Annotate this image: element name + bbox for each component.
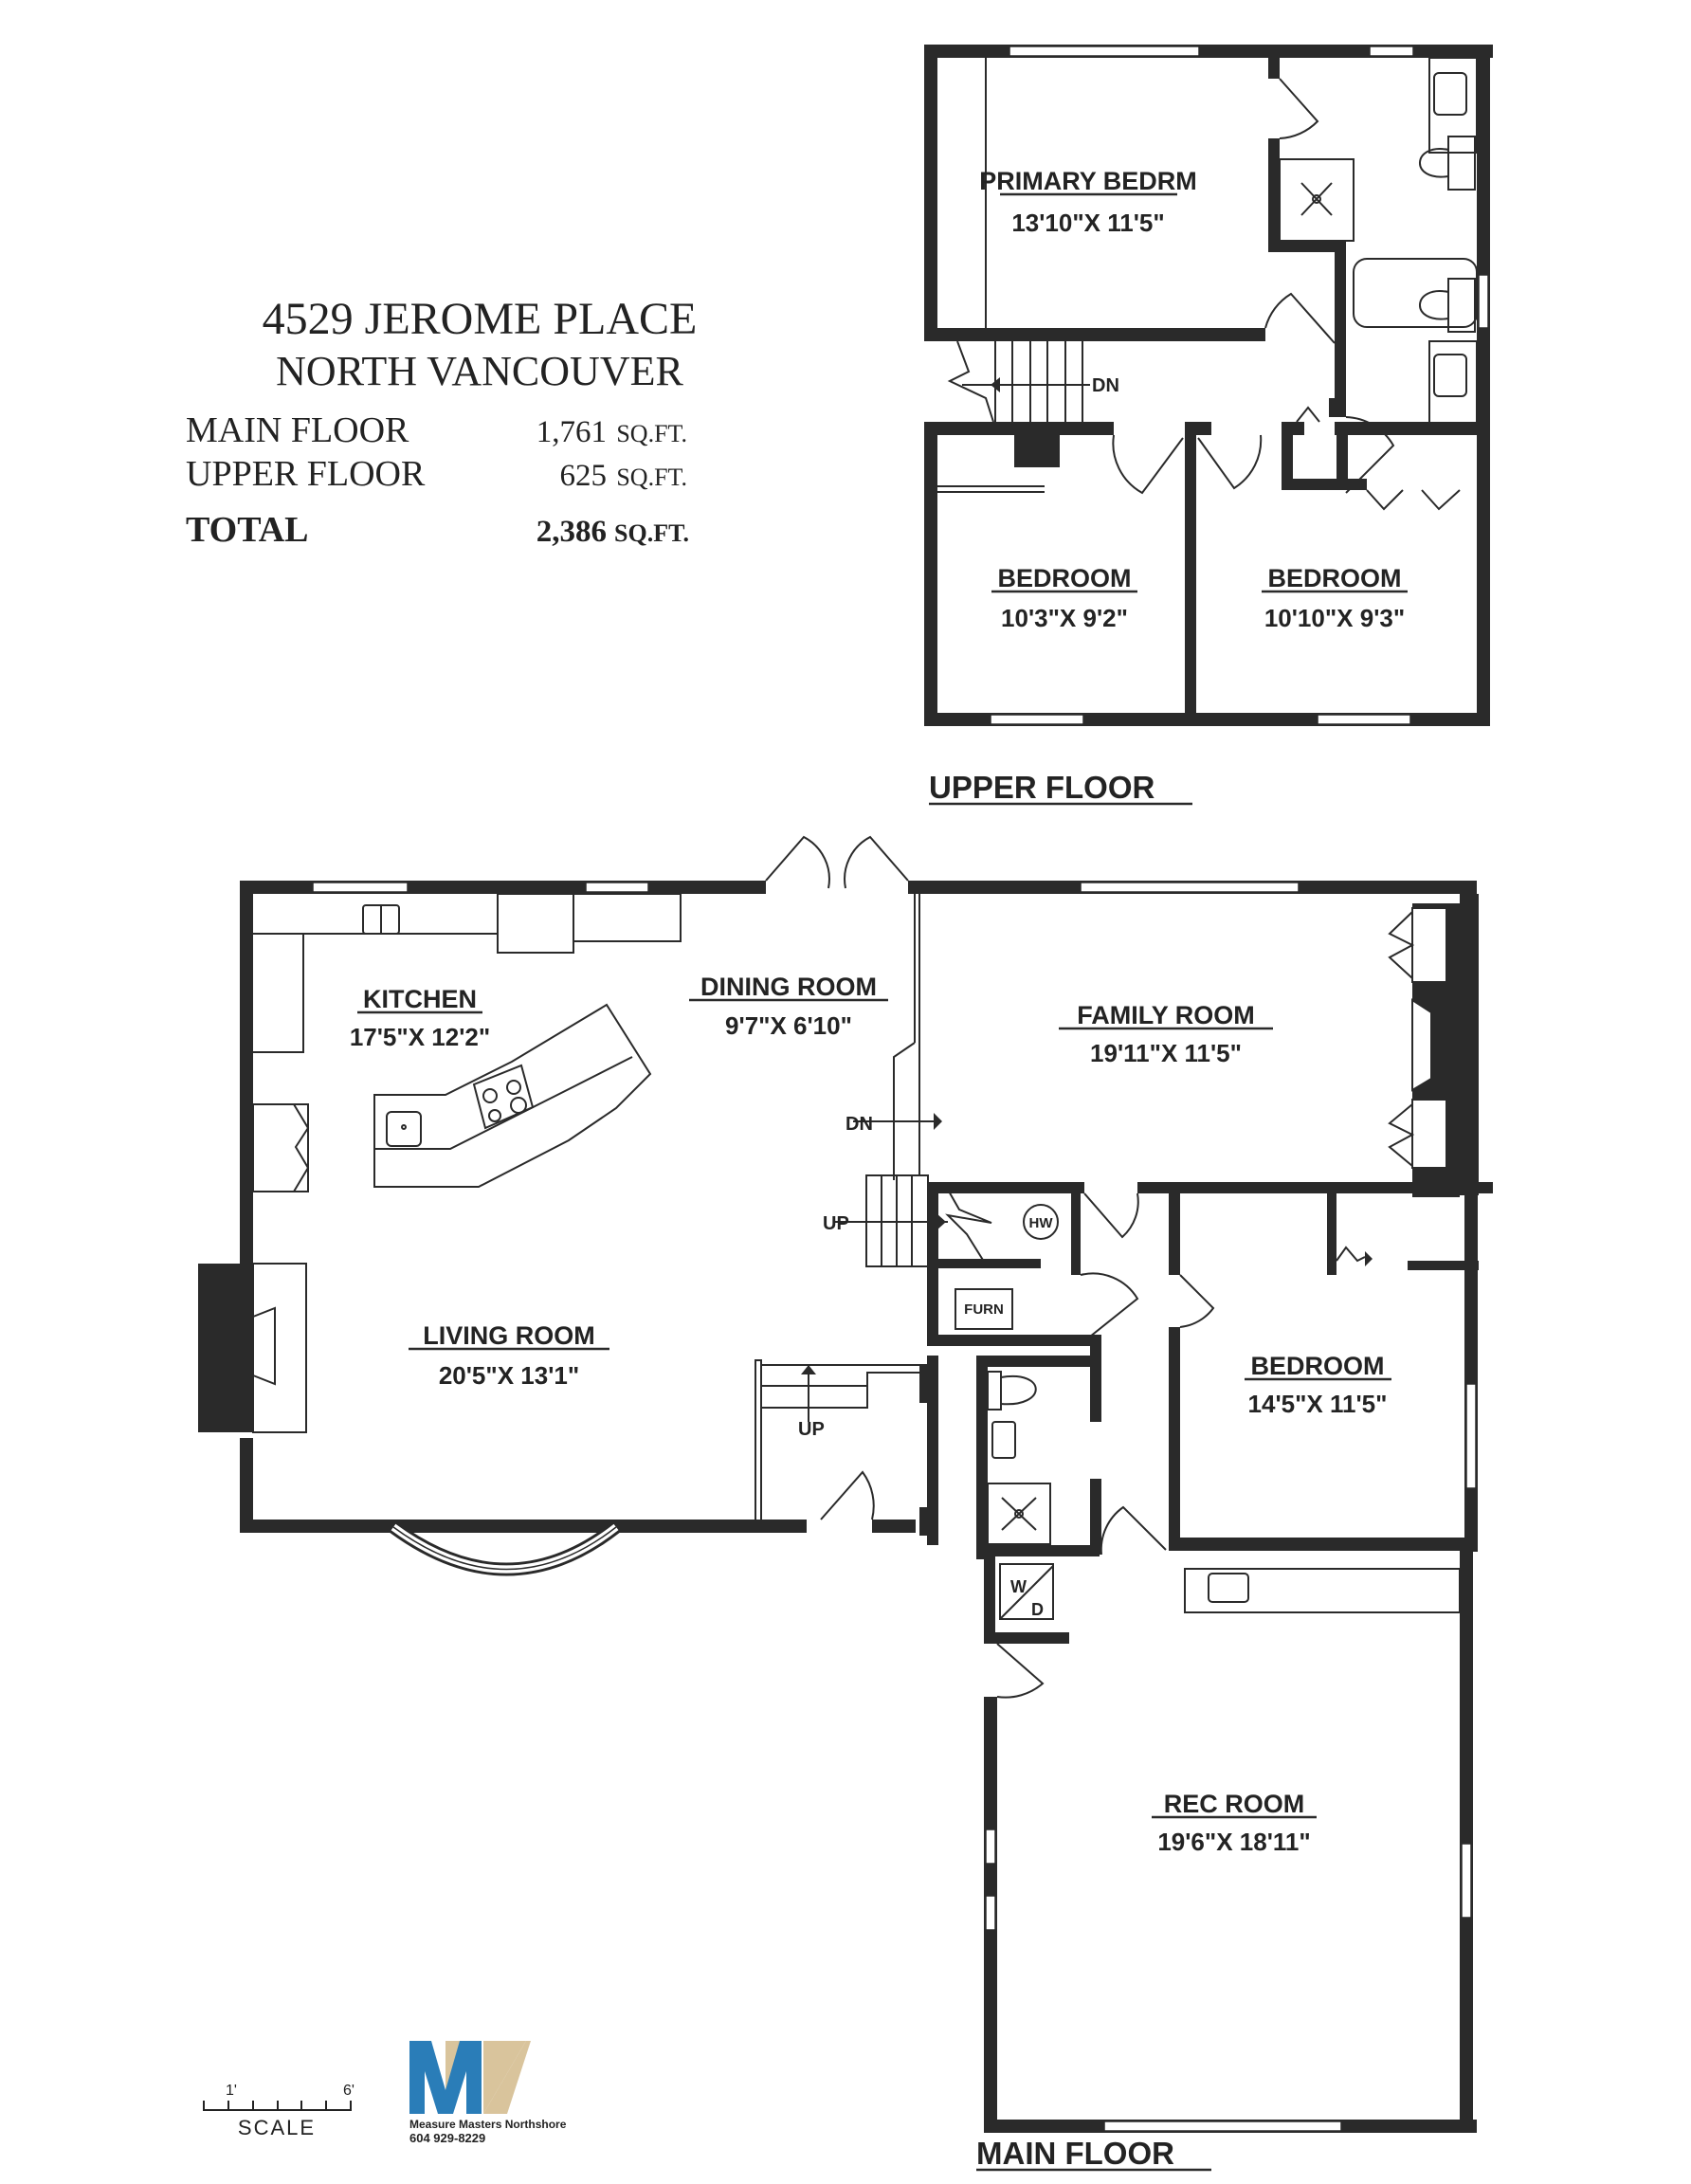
arrow-right-icon xyxy=(934,1113,942,1130)
room-dims: 10'3"X 9'2" xyxy=(1001,604,1128,632)
upper-stair-label: DN xyxy=(1092,375,1119,396)
upper-floor-area-unit: SQ.FT. xyxy=(616,464,687,491)
stair-dn-label: DN xyxy=(846,1114,873,1135)
room-dims: 10'10"X 9'3" xyxy=(1264,604,1405,632)
upper-floor-title: UPPER FLOOR xyxy=(929,770,1155,805)
room-dims: 19'6"X 18'11" xyxy=(1157,1828,1310,1856)
upper-floor-plan: DN PRIMARY BEDRM 13'10"X 11'5" BEDROOM 1… xyxy=(924,45,1493,806)
window xyxy=(1317,714,1411,725)
room-name: BEDROOM xyxy=(1251,1352,1385,1380)
room-rec: REC ROOM 19'6"X 18'11" xyxy=(1152,1790,1317,1856)
window xyxy=(1009,46,1200,57)
stair-up-label-1: UP xyxy=(823,1213,849,1234)
room-dims: 14'5"X 11'5" xyxy=(1248,1390,1388,1418)
room-name: LIVING ROOM xyxy=(423,1321,595,1350)
room-name: KITCHEN xyxy=(363,985,477,1013)
main-floor-plan: HW FURN W xyxy=(198,835,1493,2172)
arrow-up-icon xyxy=(801,1365,816,1374)
room-dining: DINING ROOM 9'7"X 6'10" xyxy=(689,973,888,1040)
scale-start: 1' xyxy=(226,2083,237,2099)
room-name: REC ROOM xyxy=(1164,1790,1305,1818)
upper-floor-area-label: UPPER FLOOR xyxy=(186,454,426,494)
room-dims: 19'11"X 11'5" xyxy=(1090,1039,1242,1067)
room-dims: 20'5"X 13'1" xyxy=(439,1361,579,1390)
scale-bar: 1' 6' SCALE xyxy=(203,2083,355,2139)
scale-end: 6' xyxy=(343,2083,355,2099)
main-floor-area-label: MAIN FLOOR xyxy=(186,410,409,450)
room-name: BEDROOM xyxy=(1268,564,1402,592)
main-floor-area-value: 1,761 xyxy=(536,415,607,449)
stair-up-label-2: UP xyxy=(798,1419,825,1440)
washer-label: W xyxy=(1010,1577,1027,1596)
room-upper-bedroom-2: BEDROOM 10'10"X 9'3" xyxy=(1262,564,1408,632)
scale-label: SCALE xyxy=(238,2116,316,2139)
logo-m-icon xyxy=(409,2041,482,2114)
arrow-right-icon xyxy=(936,1213,946,1230)
hot-water-label: HW xyxy=(1029,1215,1054,1231)
window xyxy=(1369,46,1414,57)
main-floor-area-unit: SQ.FT. xyxy=(616,420,687,447)
dryer-label: D xyxy=(1031,1600,1044,1619)
room-name: FAMILY ROOM xyxy=(1077,1001,1255,1029)
address-line-2: NORTH VANCOUVER xyxy=(276,348,683,394)
total-area-label: TOTAL xyxy=(186,510,309,550)
upper-floor-area-value: 625 xyxy=(560,459,608,493)
room-dims: 9'7"X 6'10" xyxy=(725,1011,852,1040)
room-name: DINING ROOM xyxy=(700,973,877,1001)
total-area-unit: SQ.FT. xyxy=(614,519,689,547)
room-living: LIVING ROOM 20'5"X 13'1" xyxy=(409,1321,609,1390)
furnace-label: FURN xyxy=(964,1301,1004,1318)
room-dims: 13'10"X 11'5" xyxy=(1011,209,1164,237)
room-family: FAMILY ROOM 19'11"X 11'5" xyxy=(1059,1001,1273,1067)
room-main-bedroom: BEDROOM 14'5"X 11'5" xyxy=(1245,1352,1391,1418)
room-upper-bedroom-1: BEDROOM 10'3"X 9'2" xyxy=(991,564,1137,632)
room-name: BEDROOM xyxy=(998,564,1132,592)
room-name: PRIMARY BEDRM xyxy=(979,167,1197,195)
room-kitchen: KITCHEN 17'5"X 12'2" xyxy=(350,985,490,1051)
room-dims: 17'5"X 12'2" xyxy=(350,1023,490,1051)
total-area-value: 2,386 xyxy=(536,515,607,549)
arrow-left-icon xyxy=(991,377,1000,392)
window xyxy=(990,714,1084,725)
main-floor-title: MAIN FLOOR xyxy=(976,2136,1174,2171)
company-name: Measure Masters Northshore xyxy=(409,2118,567,2131)
address-line-1: 4529 JEROME PLACE xyxy=(263,294,698,344)
company-logo: Measure Masters Northshore 604 929-8229 xyxy=(409,2041,567,2145)
company-phone: 604 929-8229 xyxy=(409,2131,485,2145)
upper-staircase xyxy=(947,340,1090,423)
room-primary-bedroom: PRIMARY BEDRM 13'10"X 11'5" xyxy=(979,167,1197,237)
title-block: 4529 JEROME PLACE NORTH VANCOUVER MAIN F… xyxy=(186,294,697,550)
